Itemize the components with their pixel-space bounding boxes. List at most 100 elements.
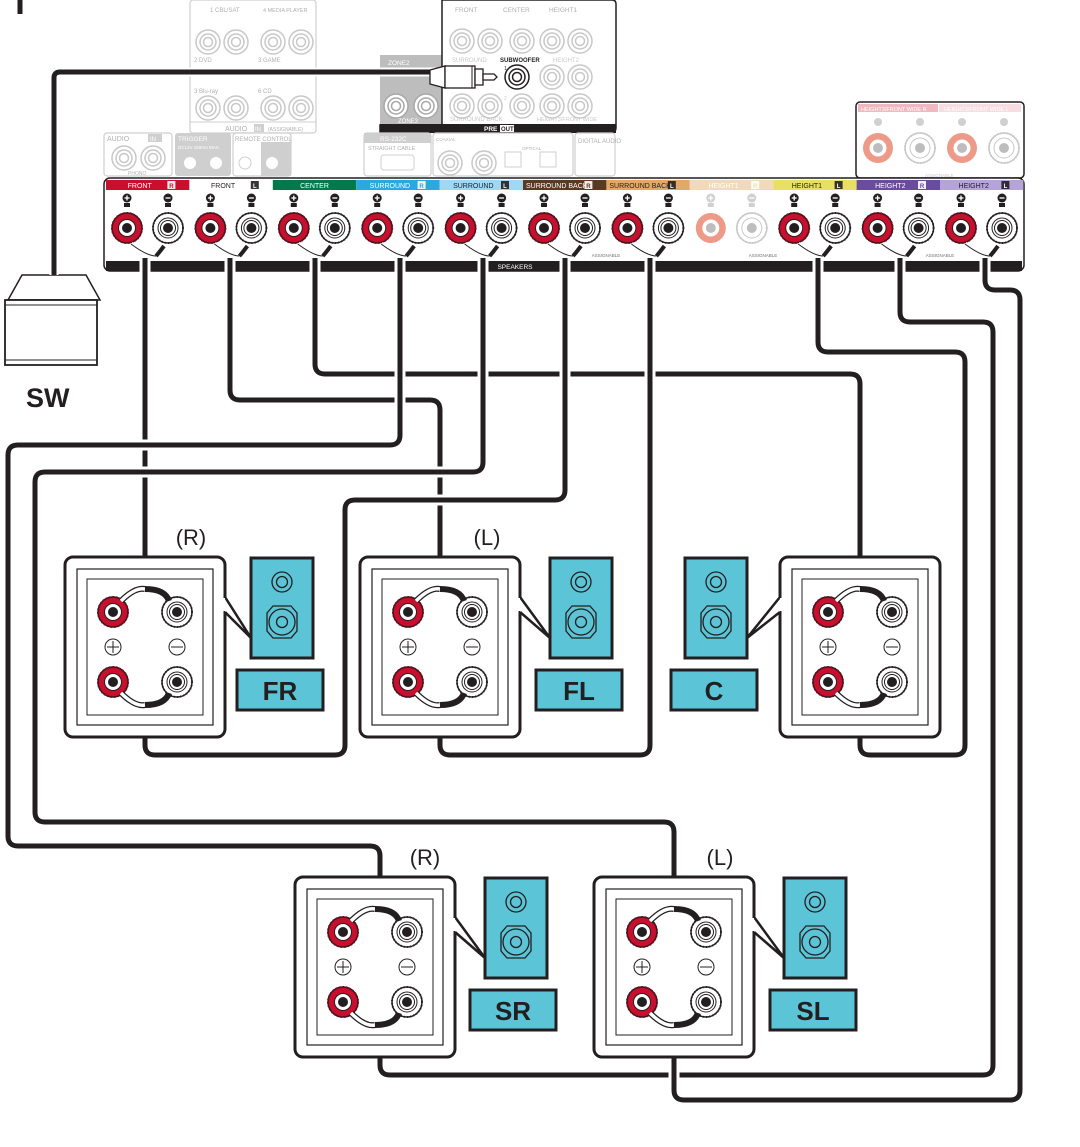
speaker-sr: SR(R)	[295, 845, 558, 1057]
channel-label: (R)	[176, 525, 207, 550]
binding-posts[interactable]	[611, 193, 685, 259]
binding-posts[interactable]	[778, 193, 852, 259]
label-rs232c: RS-232C	[380, 136, 407, 143]
speaker-icon	[249, 556, 315, 660]
label-zone3: ZONE3	[398, 119, 419, 125]
speaker-label: FL	[563, 676, 595, 706]
label-sub-1: 1	[504, 66, 507, 72]
cable-fr-minus	[142, 258, 568, 758]
speaker-label-box	[468, 988, 558, 1032]
label-phono-audio: AUDIO	[107, 136, 130, 143]
terminal-label: SURROUND	[370, 183, 410, 190]
terminal-label: HEIGHT1	[792, 183, 822, 190]
speaker-label-box	[768, 988, 858, 1032]
terminal-side: L	[670, 184, 674, 190]
speaker-label-box	[669, 668, 759, 712]
receiver-rear-panel: 1 CBL/SAT 4 MEDIA PLAYER 2 DVD 3 GAME 3 …	[103, 0, 1025, 272]
label-optical: OPTICAL	[522, 146, 542, 151]
cable-sr-plus	[5, 258, 403, 905]
label-audio-in: AUDIO	[225, 126, 248, 133]
terminal-side: L	[837, 184, 841, 190]
subwoofer-label: SW	[26, 383, 70, 413]
binding-posts[interactable]	[528, 193, 601, 259]
binding-posts[interactable]	[861, 193, 935, 259]
speaker-terminal-block[interactable]	[295, 877, 455, 1057]
speaker-terminal-block[interactable]	[780, 557, 940, 737]
label-pre: PRE	[484, 126, 498, 133]
terminal-side: R	[419, 184, 424, 190]
cable-c-plus	[312, 258, 863, 595]
cable-fl-plus-gap	[224, 258, 446, 595]
label-dvd: 2 DVD	[194, 58, 212, 64]
binding-posts[interactable]	[361, 193, 435, 259]
speaker-sl: SL(L)	[594, 845, 858, 1057]
speaker-terminal-block[interactable]	[360, 557, 520, 737]
label-assignable: ASSIGNABLE	[749, 253, 778, 258]
subwoofer-jack[interactable]	[504, 64, 530, 90]
label-pre-surround-back: SURROUND BACK	[450, 117, 503, 123]
terminal-surround-l: SURROUND L	[439, 180, 523, 190]
channel-label: (L)	[474, 525, 501, 550]
cable-fl-plus	[227, 258, 443, 595]
binding-posts[interactable]	[194, 193, 268, 259]
binding-posts[interactable]	[945, 193, 1018, 259]
label-pre-height3: HEIGHT3/FRONT WIDE	[537, 117, 597, 123]
label-zone2: ZONE2	[388, 60, 410, 67]
cable-c-minus	[815, 258, 968, 758]
label-speakers: SPEAKERS	[497, 264, 533, 271]
cable-sr-minus	[377, 258, 996, 1078]
cable-fl-minus	[437, 258, 653, 758]
cable-fl-plus-halo	[224, 258, 446, 595]
analog-audio-inputs: 1 CBL/SAT 4 MEDIA PLAYER 2 DVD 3 GAME 3 …	[189, 0, 317, 134]
speaker-icon	[683, 556, 749, 660]
speaker-icon	[782, 876, 848, 980]
cable-sl-plus	[32, 258, 677, 905]
terminal-side: L	[503, 184, 507, 190]
binding-posts[interactable]	[277, 193, 351, 259]
speaker-label-box	[534, 668, 624, 712]
label-assignable: ASSIGNABLE	[592, 253, 621, 258]
speaker-icon	[548, 556, 614, 660]
binding-posts[interactable]	[695, 193, 768, 244]
terminal-surround-r: SURROUND R	[356, 180, 440, 190]
terminal-side: L	[253, 184, 257, 190]
label-straight-cable: STRAIGHT CABLE	[368, 146, 416, 152]
terminal-label: FRONT	[211, 183, 236, 190]
label-cbl-sat: 1 CBL/SAT	[210, 8, 240, 14]
terminal-label: FRONT	[128, 183, 153, 190]
speaker-terminal-block[interactable]	[65, 557, 225, 737]
speaker-terminal-block[interactable]	[594, 877, 754, 1057]
label-trigger-spec: DC12V 150mA MAX.	[178, 145, 220, 150]
terminal-label: HEIGHT2	[875, 183, 905, 190]
speaker-fr: FR (R)	[65, 525, 325, 737]
terminal-label: SURROUND	[453, 183, 493, 190]
binding-posts[interactable]	[444, 193, 518, 259]
terminal-side: L	[1004, 184, 1008, 190]
terminal-label: CENTER	[300, 183, 329, 190]
speaker-label-box	[235, 668, 325, 712]
speaker-icon	[483, 876, 549, 980]
label-digital-audio: DIGITAL AUDIO	[578, 139, 621, 145]
label-coaxial: COAXIAL	[436, 137, 456, 142]
binding-posts[interactable]	[111, 193, 184, 259]
speaker-label: FR	[263, 676, 298, 706]
terminal-side: R	[586, 184, 591, 190]
channel-label: (L)	[707, 845, 734, 870]
label-pre-surround: SURROUND	[452, 58, 487, 64]
terminal-height1-l: HEIGHT1 L	[773, 180, 857, 190]
height3-front-wide-terminals: HEIGHT3/FRONT WIDE R HEIGHT3/FRONT WIDE …	[855, 101, 1025, 179]
label-trigger: TRIGGER	[178, 136, 208, 143]
label-bluray: 3 Blu-ray	[194, 89, 218, 95]
label-height3-l: HEIGHT3/FRONT WIDE L	[944, 107, 1009, 113]
label-sub-2: 2	[504, 96, 507, 102]
badge-phono-in: IN	[150, 137, 156, 143]
label-media-player: 4 MEDIA PLAYER	[263, 8, 308, 14]
rca-plug	[429, 65, 498, 89]
label-height3-assignable: ASSIGNABLE	[925, 173, 954, 178]
